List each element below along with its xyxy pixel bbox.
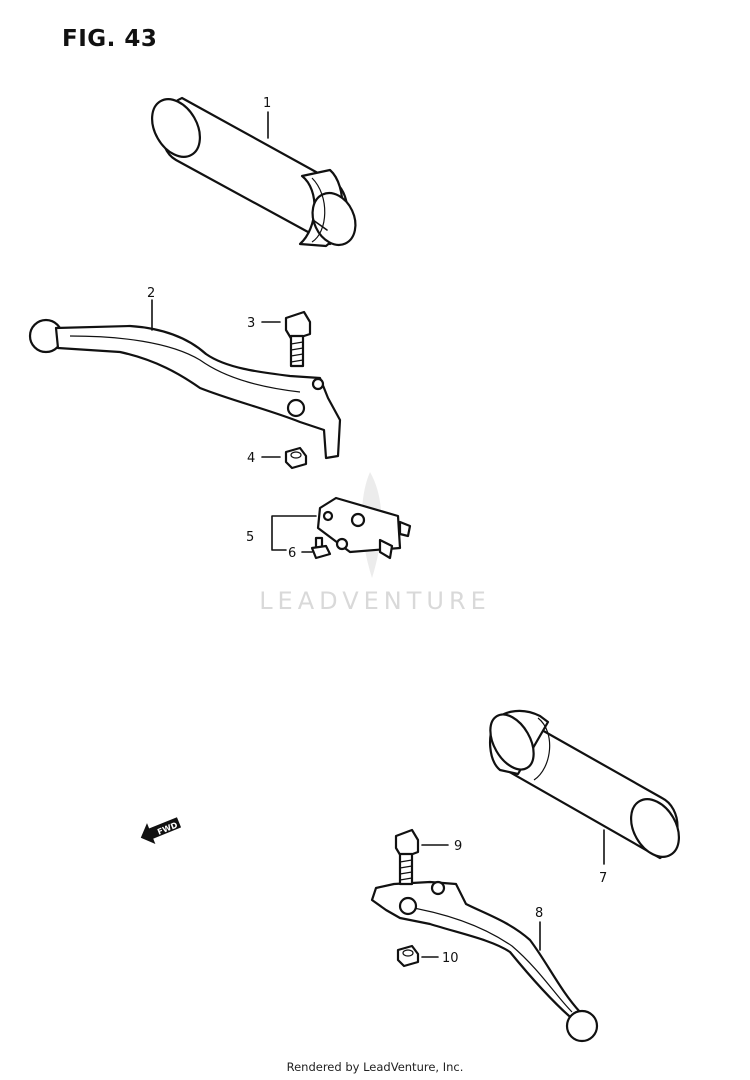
callout-8: 8: [535, 906, 543, 921]
callout-7: 7: [599, 871, 607, 886]
watermark-text: LEADVENTURE: [259, 587, 491, 615]
callout-4: 4: [247, 451, 255, 466]
switch-icon: [316, 496, 412, 560]
lever-icon: [370, 880, 599, 1043]
grip-icon: [488, 709, 680, 860]
fwd-arrow-icon: FWD: [140, 817, 182, 844]
figure-title: FIG. 43: [62, 26, 158, 52]
callout-5: 5: [246, 530, 254, 545]
fwd-label: FWD: [156, 820, 179, 836]
callout-10: 10: [442, 951, 459, 966]
footer-credit: Rendered by LeadVenture, Inc.: [286, 1060, 464, 1074]
callout-1: 1: [263, 96, 271, 111]
callout-6: 6: [288, 546, 296, 561]
callout-2: 2: [147, 286, 155, 301]
grip-icon: [151, 96, 357, 248]
bolt-icon: [394, 828, 420, 886]
nut-icon: [284, 446, 308, 470]
bolt-icon: [284, 310, 312, 368]
callout-9: 9: [454, 839, 462, 854]
callout-3: 3: [247, 316, 255, 331]
nut-icon: [396, 944, 420, 968]
lever-icon: [28, 318, 342, 460]
screw-icon: [310, 536, 332, 560]
